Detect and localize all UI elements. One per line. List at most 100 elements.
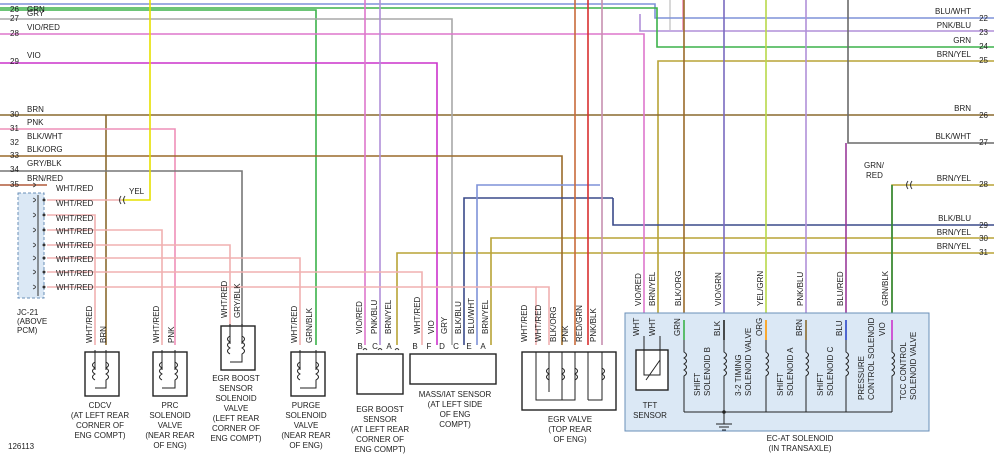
- svg-text:VIO/GRN: VIO/GRN: [714, 272, 723, 306]
- wire-blk-blu-mass: [463, 197, 613, 345]
- svg-text:BRN/YEL: BRN/YEL: [481, 299, 490, 334]
- wire-r27-blk-wht: [847, 0, 994, 144]
- svg-text:COMPT): COMPT): [439, 420, 471, 429]
- svg-text:F: F: [427, 342, 432, 351]
- svg-text:VIO: VIO: [878, 322, 887, 336]
- svg-text:SHIFT: SHIFT: [816, 373, 825, 396]
- wire-blu-wht-mass: [476, 184, 600, 345]
- svg-text:BLU/WHT: BLU/WHT: [467, 298, 476, 334]
- left-label-32: BLK/WHT: [27, 132, 63, 141]
- svg-text:OF ENG): OF ENG): [553, 435, 587, 444]
- wire-l26-grn: [0, 9, 317, 345]
- right-pin-29: 29: [979, 221, 988, 230]
- svg-text:SOLENOID: SOLENOID: [215, 394, 257, 403]
- svg-text:WHT/RED: WHT/RED: [290, 305, 299, 343]
- wire-r22-blu-wht: [0, 3, 994, 19]
- svg-text:C: C: [372, 342, 378, 351]
- svg-text:SOLENOID VALVE: SOLENOID VALVE: [909, 332, 918, 400]
- svg-text:PNK/BLK: PNK/BLK: [589, 308, 598, 342]
- cdcv-component: WHT/RED BRN CDCV (AT LEFT REAR CORNER OF…: [71, 305, 129, 440]
- svg-text:WHT/RED: WHT/RED: [413, 296, 422, 334]
- right-label-25: BRN/YEL: [937, 50, 972, 59]
- svg-text:YEL/GRN: YEL/GRN: [756, 271, 765, 306]
- left-wire-labels: 26 GRN 27 GRY 28 VIO/RED 29 VIO 30 BRN 3…: [10, 5, 63, 189]
- svg-text:CONTROL SOLENOID: CONTROL SOLENOID: [867, 317, 876, 400]
- wire-l29-vio: [0, 62, 438, 345]
- left-pin-28: 28: [10, 29, 19, 38]
- wire-l28-vio-red: [0, 33, 645, 320]
- svg-text:OF ENG): OF ENG): [289, 441, 323, 450]
- svg-text:EGR VALVE: EGR VALVE: [548, 415, 592, 424]
- wire-l31-pnk: [0, 128, 176, 345]
- svg-text:PNK/BLU: PNK/BLU: [796, 272, 805, 306]
- prc-component: WHT/RED PNK PRC SOLENOID VALVE (NEAR REA…: [145, 305, 195, 450]
- ec-at-solenoid-box: [624, 312, 930, 432]
- svg-text:PRESSURE: PRESSURE: [857, 356, 866, 400]
- svg-text:PRC: PRC: [162, 401, 179, 410]
- svg-text:PURGE: PURGE: [292, 401, 320, 410]
- right-label-23: PNK/BLU: [937, 21, 971, 30]
- figure-id: 126113: [8, 442, 35, 451]
- svg-text:CORNER OF: CORNER OF: [212, 424, 260, 433]
- wire-r23-pnk-blu: [639, 14, 994, 32]
- svg-text:WHT/RED: WHT/RED: [56, 184, 94, 193]
- svg-text:(ABOVE: (ABOVE: [17, 317, 47, 326]
- left-label-29: VIO: [27, 51, 41, 60]
- left-pin-27: 27: [10, 14, 19, 23]
- right-label-31: BRN/YEL: [937, 242, 972, 251]
- svg-text:WHT/RED: WHT/RED: [520, 304, 529, 342]
- wire-r31-brn-yel: [396, 252, 994, 345]
- svg-text:A: A: [386, 342, 392, 351]
- wire-yel: [122, 0, 151, 201]
- jc21-caption: JC-21 (ABOVE PCM): [17, 308, 47, 335]
- svg-text:JC-21: JC-21: [17, 308, 39, 317]
- svg-text:WHT: WHT: [648, 318, 657, 336]
- right-pin-27: 27: [979, 138, 988, 147]
- grn-red-label-1: GRN/: [864, 161, 885, 170]
- right-label-24: GRN: [953, 36, 971, 45]
- svg-text:BLK/BLU: BLK/BLU: [454, 301, 463, 334]
- svg-text:ENG COMPT): ENG COMPT): [354, 445, 405, 454]
- svg-text:SOLENOID B: SOLENOID B: [703, 347, 712, 396]
- svg-text:VIO/RED: VIO/RED: [634, 273, 643, 306]
- svg-text:CDCV: CDCV: [89, 401, 112, 410]
- svg-text:SENSOR: SENSOR: [363, 415, 397, 424]
- svg-text:PNK: PNK: [167, 326, 176, 343]
- left-pin-34: 34: [10, 165, 19, 174]
- svg-text:(NEAR REAR: (NEAR REAR: [281, 431, 331, 440]
- egr-valve-component: WHT/RED WHT/RED BLK/ORG PNK RED/GRN PNK/…: [520, 304, 617, 444]
- right-label-29: BLK/BLU: [938, 214, 971, 223]
- egr-boost-sensor-component: VIO/RED PNK/BLU BRN/YEL B C A EGR BOOST …: [351, 299, 409, 454]
- svg-text:SENSOR: SENSOR: [633, 411, 667, 420]
- svg-text:(NEAR REAR: (NEAR REAR: [145, 431, 195, 440]
- left-label-35: BRN/RED: [27, 174, 63, 183]
- svg-text:WHT/RED: WHT/RED: [56, 214, 94, 223]
- svg-text:TFT: TFT: [643, 401, 658, 410]
- svg-text:WHT/RED: WHT/RED: [152, 305, 161, 343]
- right-pin-22: 22: [979, 14, 988, 23]
- svg-text:BLU: BLU: [835, 320, 844, 336]
- svg-text:WHT/RED: WHT/RED: [56, 269, 94, 278]
- wire-r29-blk-blu: [612, 198, 994, 226]
- svg-text:GRN/BLK: GRN/BLK: [881, 270, 890, 306]
- connector-break-icon: [119, 180, 913, 205]
- jc21-wht-red-wires: [47, 199, 550, 345]
- left-pin-26: 26: [10, 5, 19, 14]
- right-wire-labels: BLU/WHT 22 PNK/BLU 23 GRN 24 BRN/YEL 25 …: [935, 7, 989, 257]
- svg-text:ENG COMPT): ENG COMPT): [74, 431, 125, 440]
- svg-text:PCM): PCM): [17, 326, 38, 335]
- ec-at-inner-labels: GRN BLK ORG BRN BLU VIO: [673, 318, 887, 336]
- svg-text:WHT/RED: WHT/RED: [220, 280, 229, 318]
- svg-text:3-2 TIMING: 3-2 TIMING: [734, 354, 743, 396]
- svg-text:EGR BOOST: EGR BOOST: [356, 405, 404, 414]
- ec-at-caption-1: EC-AT SOLENOID: [767, 434, 834, 443]
- svg-text:B: B: [357, 342, 362, 351]
- svg-text:A: A: [480, 342, 486, 351]
- svg-text:WHT/RED: WHT/RED: [56, 283, 94, 292]
- ec-at-solenoid-coils: [683, 340, 895, 431]
- right-pin-26: 26: [979, 111, 988, 120]
- svg-text:VALVE: VALVE: [158, 421, 183, 430]
- svg-text:BRN: BRN: [99, 326, 108, 343]
- svg-text:SENSOR: SENSOR: [219, 384, 253, 393]
- mass-iat-sensor-component: WHT/RED VIO GRY BLK/BLU BLU/WHT BRN/YEL …: [409, 296, 497, 429]
